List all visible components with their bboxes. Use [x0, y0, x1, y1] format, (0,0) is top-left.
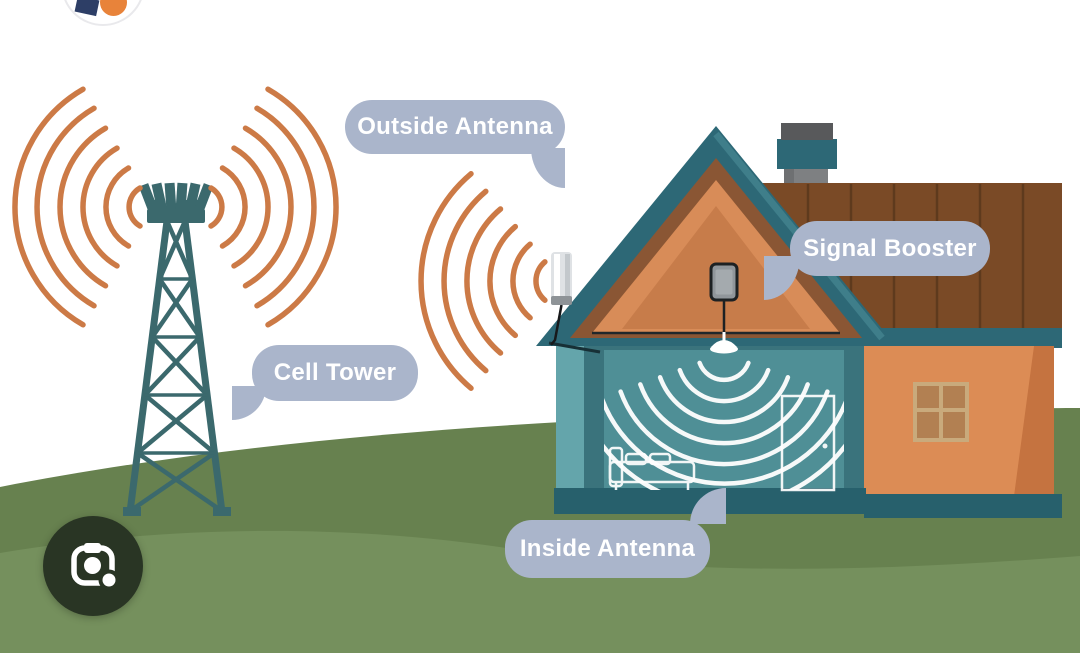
house-main-body	[554, 336, 866, 514]
tower-lattice	[126, 220, 226, 513]
outside-antenna-label: Outside Antenna	[357, 113, 553, 140]
cell-tower-label: Cell Tower	[273, 359, 397, 386]
signal-booster-label: Signal Booster	[803, 234, 977, 262]
outside-antenna-device	[550, 252, 572, 346]
window	[913, 382, 969, 442]
inside-antenna-device	[710, 332, 738, 354]
radio-waves-left-of-tower	[12, 86, 143, 328]
image-bottom-margin	[0, 653, 1080, 661]
radio-waves-to-outside-antenna	[418, 171, 548, 391]
label-bubble-cell-tower: Cell Tower	[252, 345, 418, 401]
inside-antenna-label: Inside Antenna	[519, 535, 696, 562]
cell-tower	[123, 182, 231, 516]
radio-waves-right-of-tower	[208, 86, 339, 328]
signal-booster-device	[709, 262, 739, 334]
logo-orange-shape	[100, 0, 127, 16]
tower-antenna-head	[138, 182, 214, 223]
label-bubble-inside-antenna: Inside Antenna	[505, 520, 710, 578]
logo-blue-shape	[74, 0, 100, 17]
label-bubble-signal-booster: Signal Booster	[790, 221, 990, 276]
radio-waves	[12, 86, 548, 391]
indoor-signal-waves	[604, 360, 844, 490]
google-lens-camera-icon	[71, 543, 120, 591]
door-outline	[780, 394, 836, 492]
google-lens-button[interactable]	[43, 516, 143, 616]
label-bubble-outside-antenna: Outside Antenna	[345, 100, 565, 154]
